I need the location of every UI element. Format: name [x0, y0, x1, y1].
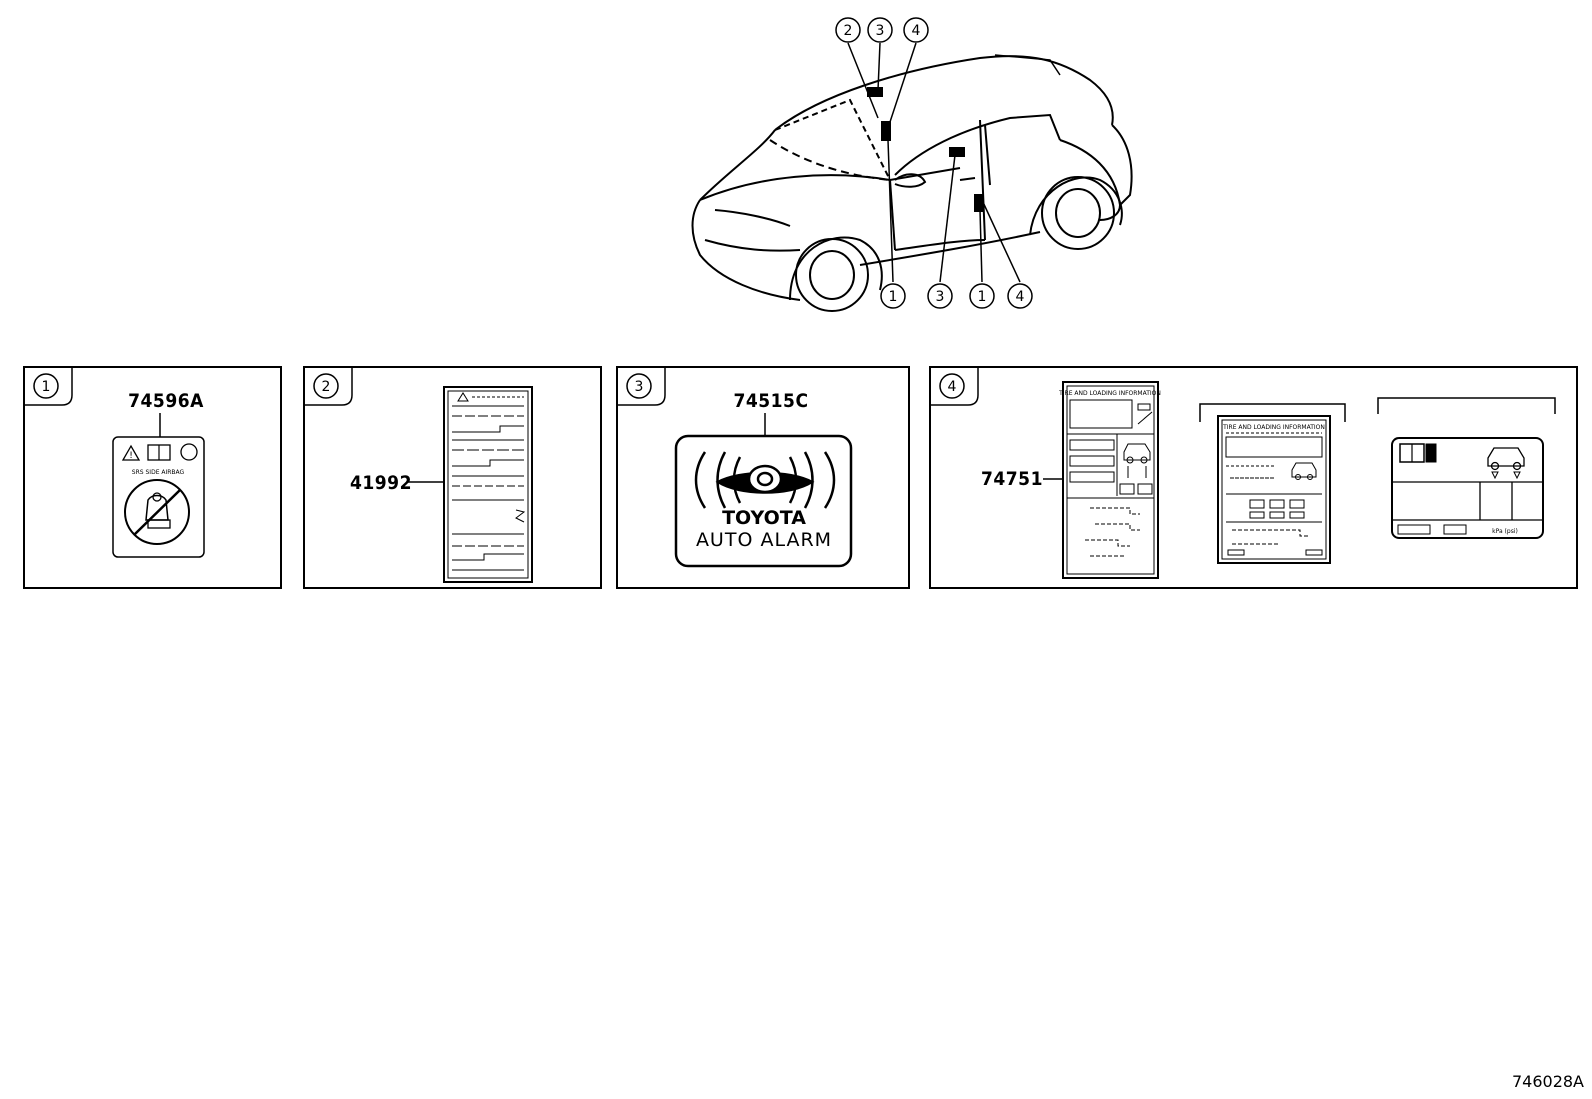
svg-text:3: 3: [876, 23, 885, 39]
part-number: 74751: [981, 468, 1043, 490]
panel-index: 1: [42, 379, 51, 395]
part-number: 41992: [350, 472, 412, 494]
auto-alarm-label: [674, 434, 853, 568]
label-text: SRS SIDE AIRBAG: [132, 469, 185, 476]
svg-text:3: 3: [936, 289, 945, 305]
panel-1: 1 74596A ! SRS SIDE AIRBAG: [23, 366, 282, 589]
bracket: [1377, 397, 1556, 414]
svg-text:TIRE AND LOADING INFORMATION: TIRE AND LOADING INFORMATION: [1222, 424, 1325, 431]
alarm-brand-text: TOYOTA: [722, 507, 806, 529]
warning-label: [443, 386, 533, 583]
callout-circle: 1: [969, 283, 995, 309]
callout-circle: 3: [867, 17, 893, 43]
panel-4: 4 74751 TIRE AND LOADING INFORMATION: [929, 366, 1578, 589]
callout-circle: 3: [927, 283, 953, 309]
callout-circle: 4: [903, 17, 929, 43]
svg-text:4: 4: [912, 23, 921, 39]
callout-leaders: [847, 42, 1021, 283]
panel-index: 4: [948, 379, 957, 395]
part-number: 74596A: [128, 390, 204, 412]
info-icon: [1425, 443, 1437, 463]
tire-label-b: TIRE AND LOADING INFORMATION: [1217, 415, 1331, 564]
no-child-seat-icon: [124, 479, 190, 545]
diagram-code: 746028A: [1512, 1072, 1584, 1091]
car-callouts: 2 3 4 1 3 1 4: [835, 17, 1033, 309]
svg-text:TIRE AND LOADING INFORMATION: TIRE AND LOADING INFORMATION: [1058, 390, 1161, 397]
warning-triangle-icon: [121, 444, 141, 461]
alarm-emblem-icon: [694, 451, 836, 509]
svg-text:4: 4: [1016, 289, 1025, 305]
pressure-unit-text: kPa (psi): [1492, 528, 1518, 535]
tire-label-c: kPa (psi): [1391, 437, 1544, 539]
panel-2: 2 41992: [303, 366, 602, 589]
part-number: 74515C: [733, 390, 808, 412]
svg-text:2: 2: [844, 23, 853, 39]
panel-index: 3: [635, 379, 644, 395]
callout-circle: 2: [835, 17, 861, 43]
alarm-subtitle-text: AUTO ALARM: [696, 529, 832, 551]
svg-text:1: 1: [978, 289, 987, 305]
svg-text:!: !: [129, 451, 133, 461]
panel-index: 2: [322, 379, 331, 395]
panel-3: 3 74515C TOYOTA AUTO ALARM: [616, 366, 910, 589]
bracket: [1199, 403, 1346, 422]
indicator-circle-icon: [180, 443, 198, 461]
tire-label-a: TIRE AND LOADING INFORMATION: [1058, 381, 1161, 579]
vehicle-icon: [1487, 447, 1525, 467]
callout-circle: 1: [880, 283, 906, 309]
svg-text:1: 1: [889, 289, 898, 305]
srs-airbag-label: [112, 436, 205, 558]
car-illustration: [691, 54, 1133, 312]
callout-circle: 4: [1007, 283, 1033, 309]
